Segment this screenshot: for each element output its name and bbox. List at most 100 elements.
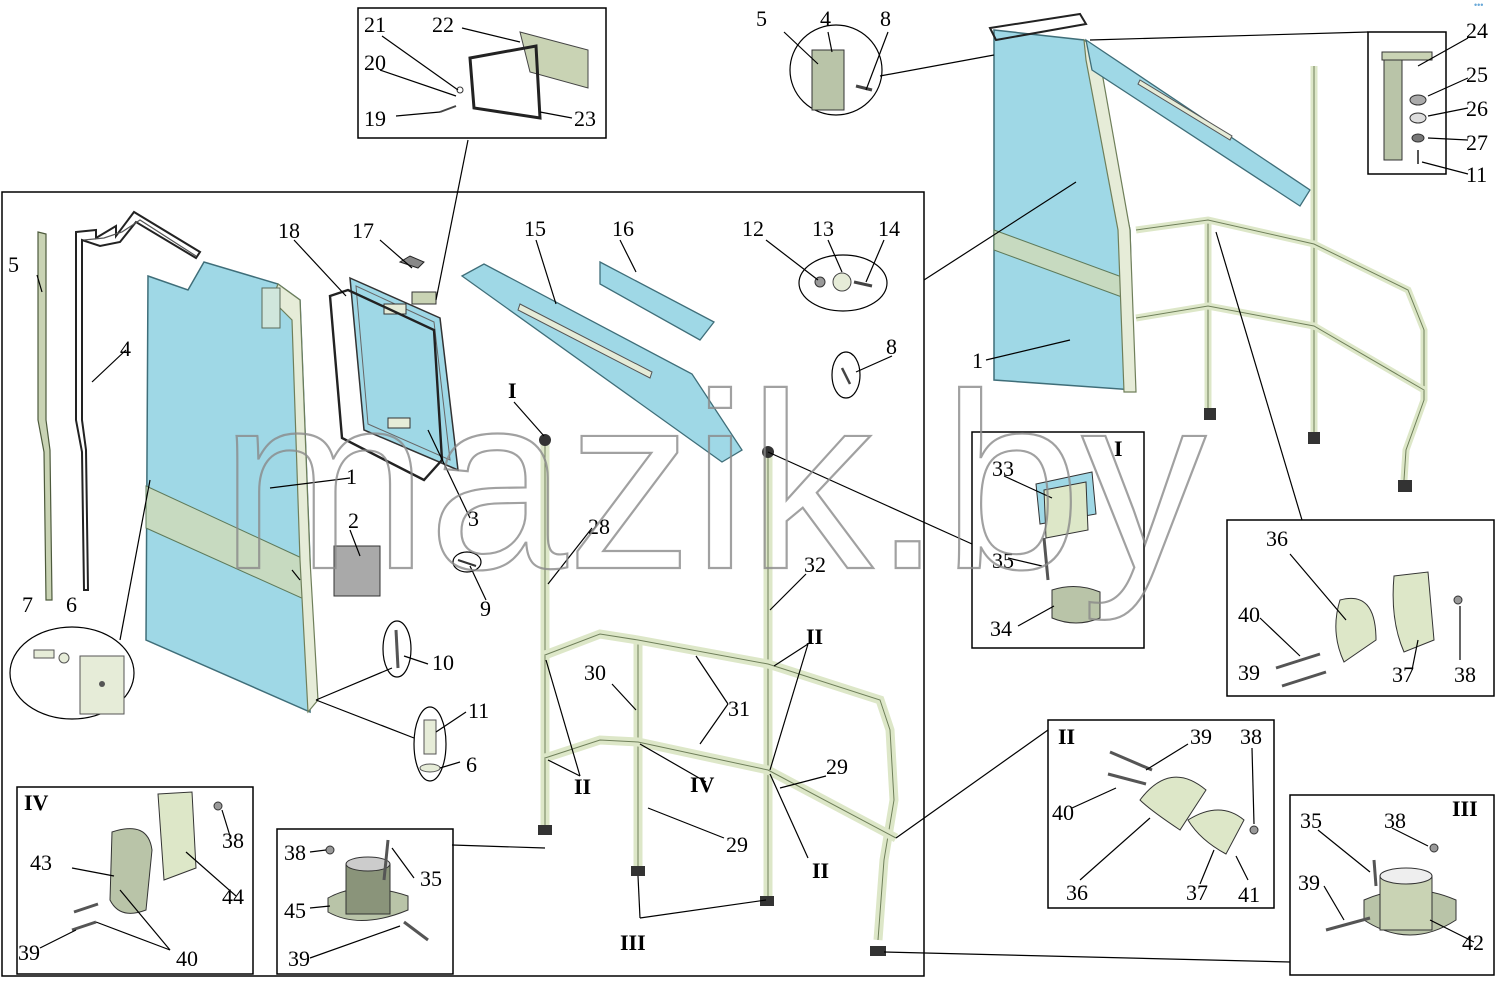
view-label-IV-main: IV: [690, 772, 715, 797]
inset-view-II: [1047, 719, 1275, 909]
corner-mark: •••: [1474, 0, 1483, 10]
label-5-top: 5: [756, 6, 767, 31]
label-6-main: 6: [466, 752, 477, 777]
label-6-circle: 6: [66, 592, 77, 617]
detail-circle-4-5-8: [789, 24, 883, 116]
label-35-I: 35: [992, 548, 1014, 573]
label-44: 44: [222, 884, 244, 909]
label-16: 16: [612, 216, 634, 241]
view-label-III-inset: III: [1452, 796, 1478, 821]
label-25: 25: [1466, 62, 1488, 87]
label-33: 33: [992, 456, 1014, 481]
view-label-I-inset: I: [1114, 436, 1123, 461]
detail-circle-12-14: [798, 254, 888, 312]
label-31: 31: [728, 696, 750, 721]
label-12: 12: [742, 216, 764, 241]
label-19: 19: [364, 106, 386, 131]
label-8-top: 8: [880, 6, 891, 31]
label-4-top: 4: [820, 6, 831, 31]
label-39-top: 39: [1238, 660, 1260, 685]
view-labels: I II IV II II III I II III IV: [24, 378, 1478, 955]
label-40-IV: 40: [176, 946, 198, 971]
label-23: 23: [574, 106, 596, 131]
label-27: 27: [1466, 130, 1488, 155]
door-assembled-view: [988, 12, 1428, 492]
inset-base-45: [276, 828, 454, 975]
view-label-II-inset: II: [1058, 724, 1075, 749]
label-35-III: 35: [1300, 808, 1322, 833]
label-11-main: 11: [468, 698, 489, 723]
inset-parts: [71, 31, 1463, 942]
label-24: 24: [1466, 18, 1488, 43]
label-22: 22: [432, 12, 454, 37]
detail-circle-6-7: [9, 626, 135, 720]
detail-circle-10: [382, 620, 412, 678]
label-7: 7: [22, 592, 33, 617]
door-assembly-exploded: [33, 210, 477, 773]
main-view-frame: [1, 191, 925, 977]
part-labels: 5 4 18 17 15 16 12 13 14 8 1 3 2 9 10 11…: [8, 6, 1488, 971]
detail-circle-9: [452, 551, 482, 573]
view-label-I-main: I: [508, 378, 517, 403]
label-10: 10: [432, 650, 454, 675]
label-38-base: 38: [284, 840, 306, 865]
inset-clamp-36-40: [1226, 519, 1495, 697]
leader-lines: [36, 27, 1475, 963]
watermark: mazik.by: [220, 342, 1206, 621]
inset-hinge-24-27: [1367, 31, 1447, 175]
label-38-II: 38: [1240, 724, 1262, 749]
label-18: 18: [278, 218, 300, 243]
label-29-b: 29: [826, 754, 848, 779]
view-label-II-c: II: [812, 858, 829, 883]
view-label-II-b: II: [806, 624, 823, 649]
label-2: 2: [348, 508, 359, 533]
label-5: 5: [8, 252, 19, 277]
label-9: 9: [480, 596, 491, 621]
label-37-top: 37: [1392, 662, 1414, 687]
inset-view-IV: [16, 786, 254, 975]
label-39-III: 39: [1298, 870, 1320, 895]
label-39-II: 39: [1190, 724, 1212, 749]
label-38-top: 38: [1454, 662, 1476, 687]
handrail-assembly: [538, 434, 899, 956]
label-20: 20: [364, 50, 386, 75]
label-41: 41: [1238, 882, 1260, 907]
label-30: 30: [584, 660, 606, 685]
label-3: 3: [468, 506, 479, 531]
label-17: 17: [352, 218, 374, 243]
label-38-III: 38: [1384, 808, 1406, 833]
label-38-IV: 38: [222, 828, 244, 853]
label-28: 28: [588, 514, 610, 539]
label-1-top: 1: [972, 348, 983, 373]
label-37-II: 37: [1186, 880, 1208, 905]
label-29-a: 29: [726, 832, 748, 857]
label-34: 34: [990, 616, 1012, 641]
detail-circle-8: [831, 351, 861, 399]
label-13: 13: [812, 216, 834, 241]
label-35-base: 35: [420, 866, 442, 891]
label-40-top: 40: [1238, 602, 1260, 627]
label-8-main: 8: [886, 334, 897, 359]
label-45: 45: [284, 898, 306, 923]
view-label-II-a: II: [574, 774, 591, 799]
label-11-top: 11: [1466, 162, 1487, 187]
label-36-II: 36: [1066, 880, 1088, 905]
label-26: 26: [1466, 96, 1488, 121]
label-43: 43: [30, 850, 52, 875]
label-4: 4: [120, 336, 131, 361]
label-36-top: 36: [1266, 526, 1288, 551]
label-1-main: 1: [346, 464, 357, 489]
label-21: 21: [364, 12, 386, 37]
label-39-base: 39: [288, 946, 310, 971]
label-32: 32: [804, 552, 826, 577]
label-14: 14: [878, 216, 900, 241]
inset-view-I: [971, 431, 1145, 649]
label-15: 15: [524, 216, 546, 241]
label-40-II: 40: [1052, 800, 1074, 825]
inset-window-lock: [357, 7, 607, 139]
label-42: 42: [1462, 930, 1484, 955]
detail-circle-11-6: [413, 706, 447, 782]
view-label-IV-inset: IV: [24, 790, 49, 815]
visor-assembly: [460, 260, 873, 463]
